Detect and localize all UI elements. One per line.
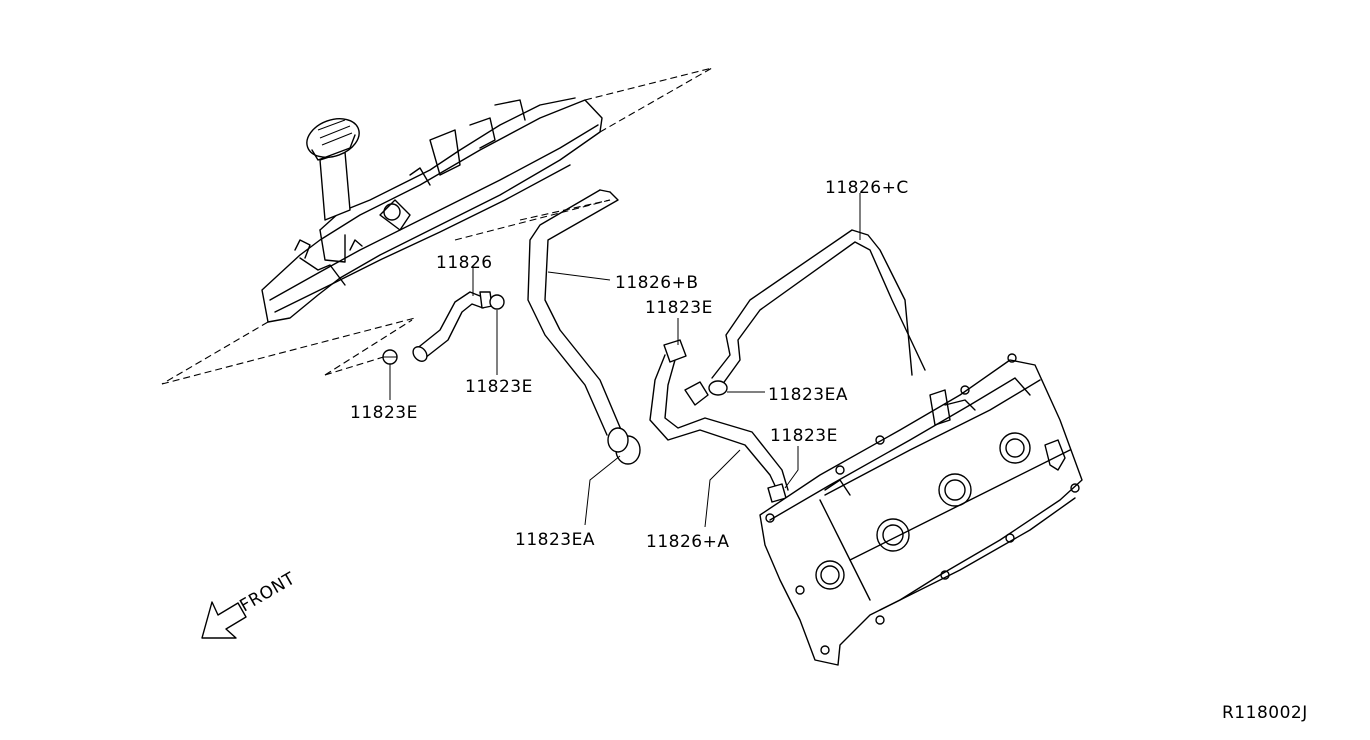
hose-11826 <box>382 291 505 365</box>
label-11823ea-c: 11823EA <box>768 385 848 405</box>
left-valve-cover <box>261 97 603 323</box>
label-11823e-top: 11823E <box>645 298 713 318</box>
label-11826-a: 11826+A <box>646 532 729 552</box>
hose-11826-c <box>684 229 926 406</box>
front-arrow: FRONT <box>201 569 300 639</box>
label-11826-c: 11826+C <box>825 178 909 198</box>
projection-lines <box>161 67 713 385</box>
label-11823e-a: 11823E <box>770 426 838 446</box>
label-11823e-lower: 11823E <box>350 403 418 423</box>
right-valve-cover <box>759 353 1083 666</box>
label-11826: 11826 <box>436 253 493 273</box>
diagram-code: R118002J <box>1222 703 1308 723</box>
callout-labels: 11826 11823E 11823E 11826+B 11823EA 1182… <box>350 178 909 552</box>
leader-lines <box>389 193 861 528</box>
label-11826-b: 11826+B <box>615 273 699 293</box>
label-11823e-upper: 11823E <box>465 377 533 397</box>
front-label: FRONT <box>237 569 300 617</box>
hose-11826-b <box>527 189 641 465</box>
label-11823ea-b: 11823EA <box>515 530 595 550</box>
hose-11826-a <box>649 339 789 503</box>
